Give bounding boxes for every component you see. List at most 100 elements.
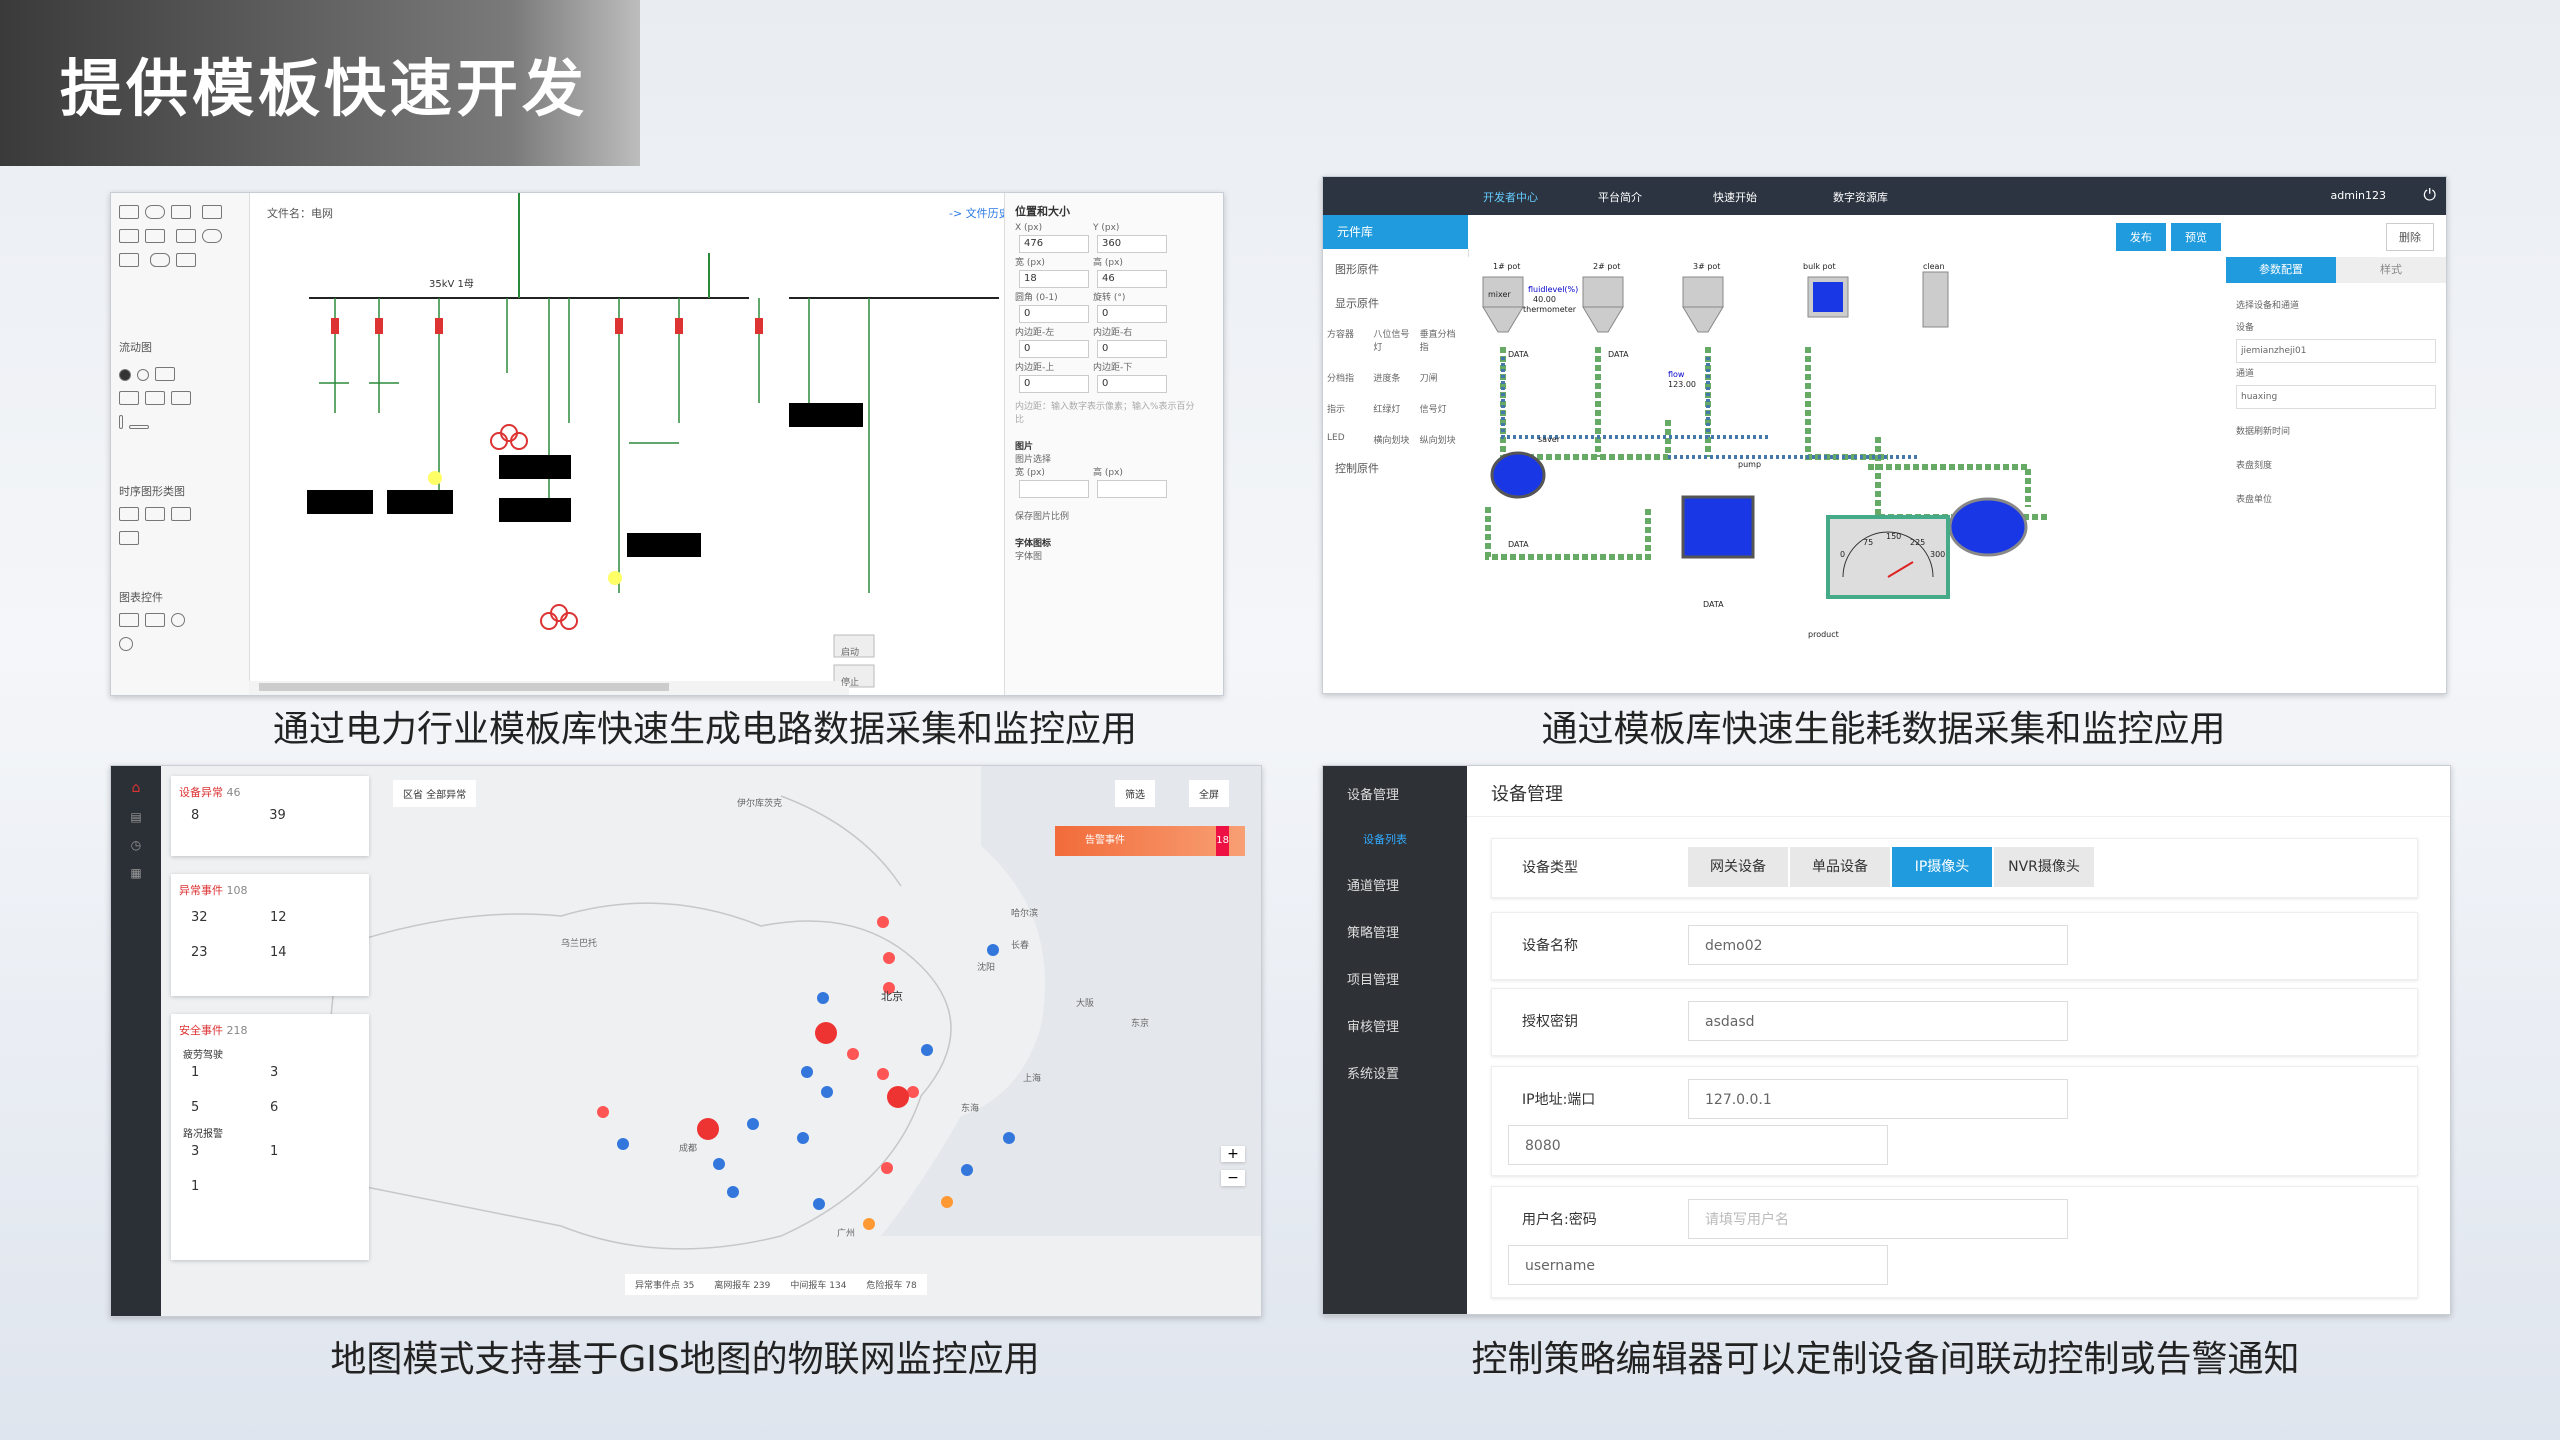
ellipse-icon[interactable] [145, 205, 165, 219]
parallelogram-icon[interactable] [119, 205, 139, 219]
map-marker[interactable] [883, 982, 895, 994]
menu-system[interactable]: 系统设置 [1347, 1067, 1400, 1082]
pad-left-input[interactable]: 0 [1019, 340, 1089, 358]
lib-item[interactable]: 纵向划块 [1419, 436, 1456, 446]
grid-icon[interactable]: ▦ [130, 866, 142, 880]
line-chart-icon[interactable] [119, 613, 139, 627]
auth-key-input[interactable]: asdasd [1688, 1001, 2068, 1041]
lib-display[interactable]: 显示原件 [1335, 297, 1379, 310]
ip-input[interactable]: 127.0.0.1 [1688, 1079, 2068, 1119]
pad-top-input[interactable]: 0 [1019, 375, 1089, 393]
filter-button[interactable]: 筛选 [1115, 780, 1155, 807]
rect-icon[interactable] [171, 205, 191, 219]
bar-icon[interactable] [145, 507, 165, 521]
menu-project[interactable]: 项目管理 [1347, 973, 1400, 988]
cylinder-icon[interactable] [145, 391, 165, 405]
zoom-out-button[interactable]: − [1221, 1170, 1245, 1186]
radio-empty-icon[interactable] [137, 369, 149, 381]
pad-right-input[interactable]: 0 [1097, 340, 1167, 358]
lib-item[interactable]: 红绿灯 [1373, 405, 1401, 415]
hline-icon[interactable] [129, 425, 149, 429]
publish-button[interactable]: 发布 [2115, 223, 2166, 251]
lib-item[interactable]: 垂直分档指 [1419, 330, 1456, 353]
map-marker[interactable] [877, 1068, 889, 1080]
home-icon[interactable]: ⌂ [131, 780, 141, 796]
height-input[interactable]: 46 [1097, 270, 1167, 288]
cfg-select-device[interactable]: 选择设备和通道 [2236, 301, 2300, 311]
device-name-input[interactable]: demo02 [1688, 925, 2068, 965]
gauge-icon[interactable] [119, 637, 133, 651]
alert-pin[interactable] [815, 1022, 837, 1044]
nav-resources[interactable]: 数字资源库 [1833, 191, 1888, 204]
cfg-dial-unit[interactable]: 表盘单位 [2236, 495, 2273, 505]
map-marker[interactable] [801, 1066, 813, 1078]
tab-params[interactable]: 参数配置 [2226, 257, 2336, 283]
rect-icon[interactable] [171, 391, 191, 405]
password-input[interactable]: username [1508, 1245, 1888, 1285]
file-history-link[interactable]: -> 文件历史 [949, 207, 1010, 220]
user-name[interactable]: admin123 [2330, 189, 2386, 202]
fullscreen-button[interactable]: 全屏 [1189, 780, 1229, 807]
map-marker[interactable] [817, 992, 829, 1004]
menu-device-list[interactable]: 设备列表 [1363, 833, 1407, 846]
alert-pin[interactable] [887, 1086, 909, 1108]
port-input[interactable]: 8080 [1508, 1125, 1888, 1165]
round-rect-icon[interactable] [150, 253, 171, 267]
type-single[interactable]: 单品设备 [1790, 847, 1890, 887]
grid-icon[interactable] [119, 531, 139, 545]
circle-icon[interactable] [202, 229, 223, 243]
map-marker[interactable] [617, 1138, 629, 1150]
rect-icon[interactable] [155, 367, 175, 381]
menu-device[interactable]: 设备管理 [1347, 788, 1400, 803]
map-marker[interactable] [907, 1086, 919, 1098]
diamond-icon[interactable] [119, 391, 139, 405]
map-marker[interactable] [747, 1118, 759, 1130]
map-marker[interactable] [1003, 1132, 1015, 1144]
x-input[interactable]: 476 [1019, 235, 1089, 253]
map-marker[interactable] [797, 1132, 809, 1144]
lib-item[interactable]: 八位信号灯 [1373, 330, 1410, 353]
lib-item[interactable]: 刀闸 [1419, 374, 1438, 384]
radius-input[interactable]: 0 [1019, 305, 1089, 323]
pad-bottom-input[interactable]: 0 [1097, 375, 1167, 393]
power-icon[interactable]: ⏻ [2423, 185, 2436, 204]
map-marker[interactable] [921, 1044, 933, 1056]
menu-channel[interactable]: 通道管理 [1347, 879, 1400, 894]
card-icon[interactable] [119, 229, 139, 243]
cfg-refresh[interactable]: 数据刷新时间 [2236, 427, 2291, 437]
cfg-channel-select[interactable]: huaxing [2236, 385, 2436, 409]
img-height-input[interactable] [1097, 480, 1167, 498]
lib-item[interactable]: 方容器 [1327, 330, 1355, 340]
zoom-in-button[interactable]: + [1221, 1146, 1245, 1162]
map-marker[interactable] [821, 1086, 833, 1098]
map-marker[interactable] [877, 916, 889, 928]
map-marker[interactable] [881, 1162, 893, 1174]
menu-strategy[interactable]: 策略管理 [1347, 926, 1400, 941]
lib-item[interactable]: 横向划块 [1373, 436, 1410, 446]
bar-chart-icon[interactable] [145, 613, 165, 627]
stop-button[interactable]: 停止 [841, 678, 860, 688]
map-marker[interactable] [961, 1164, 973, 1176]
clock-icon[interactable]: ◷ [130, 838, 142, 852]
table-icon[interactable] [145, 229, 165, 243]
rotate-input[interactable]: 0 [1097, 305, 1167, 323]
nav-quickstart[interactable]: 快速开始 [1713, 191, 1757, 204]
map-marker[interactable] [883, 952, 895, 964]
menu-audit[interactable]: 审核管理 [1347, 1020, 1400, 1035]
lib-item[interactable]: 指示 [1327, 405, 1346, 415]
rect-icon[interactable] [176, 229, 197, 243]
doc-icon[interactable] [202, 205, 223, 219]
tab-style[interactable]: 样式 [2336, 257, 2446, 283]
map-marker[interactable] [597, 1106, 609, 1118]
start-button[interactable]: 启动 [841, 648, 860, 658]
lib-item[interactable]: 信号灯 [1419, 405, 1447, 415]
lines-icon[interactable] [176, 253, 197, 267]
region-filter[interactable]: 区省 全部异常 [393, 780, 477, 807]
width-input[interactable]: 18 [1019, 270, 1089, 288]
radio-icon[interactable] [119, 369, 131, 381]
map-marker[interactable] [813, 1198, 825, 1210]
map-marker[interactable] [941, 1196, 953, 1208]
y-input[interactable]: 360 [1097, 235, 1167, 253]
map-marker[interactable] [713, 1158, 725, 1170]
